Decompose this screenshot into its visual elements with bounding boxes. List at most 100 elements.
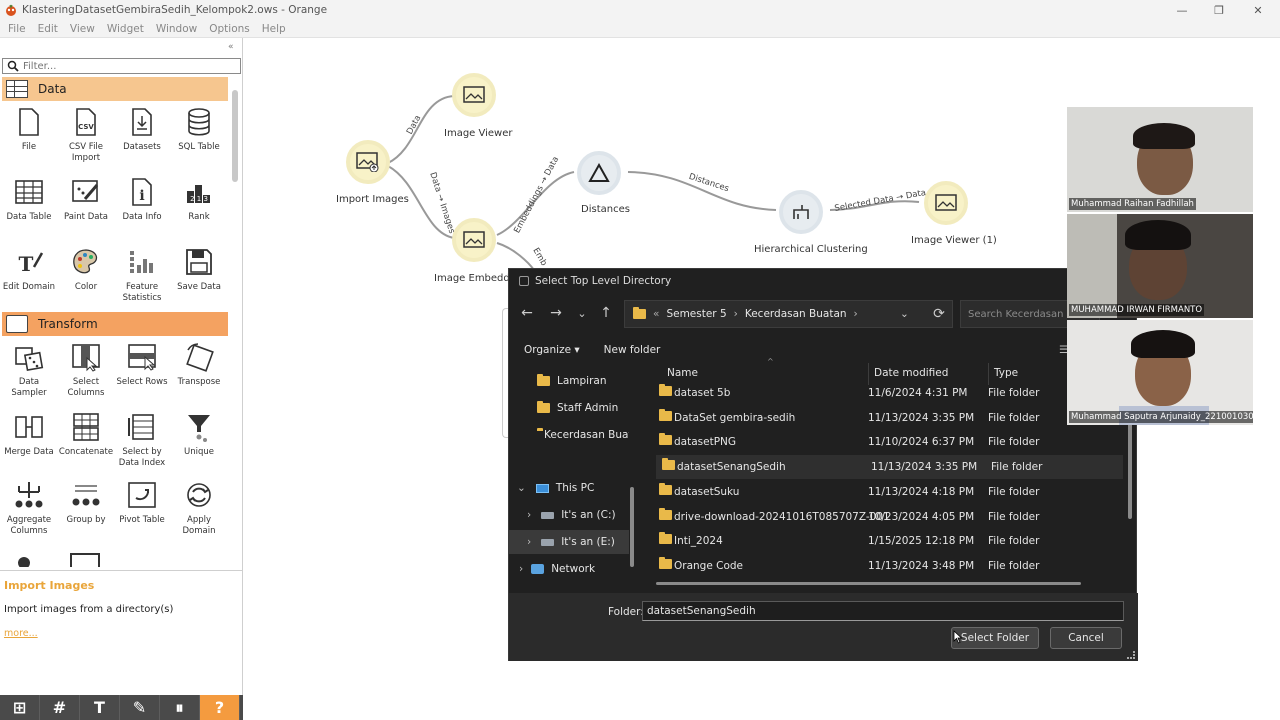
widget-select-columns[interactable]: Select Columns (58, 341, 114, 401)
toolbox-scrollbar[interactable] (232, 90, 238, 182)
menu-window[interactable]: Window (155, 22, 198, 35)
up-arrow-icon[interactable]: ↑ (600, 305, 612, 321)
close-button[interactable]: ✕ (1253, 3, 1263, 17)
menu-edit[interactable]: Edit (37, 22, 58, 35)
filter-input[interactable] (23, 60, 223, 72)
widget-feature-statistics[interactable]: Feature Statistics (114, 246, 170, 306)
breadcrumb-overflow[interactable]: « (653, 308, 660, 320)
menu-file[interactable]: File (8, 22, 26, 35)
refresh-icon[interactable]: ⟳ (933, 306, 945, 322)
column-date-modified[interactable]: Date modified (874, 367, 949, 379)
node-image-viewer[interactable] (452, 73, 496, 117)
pause-icon[interactable]: ⏸ (160, 695, 200, 720)
widget-unique[interactable]: Unique (171, 411, 227, 471)
widget-paint-data[interactable]: Paint Data (58, 176, 114, 236)
file-list-hscrollbar[interactable] (656, 582, 1081, 585)
widget-group-by[interactable]: Group by (58, 479, 114, 539)
view-options-icon[interactable]: ☰ (1059, 344, 1069, 356)
widget-data-table[interactable]: Data Table (1, 176, 57, 236)
nav-item-staff-admin[interactable]: Staff Admin (509, 396, 629, 420)
category-transform[interactable]: Transform (2, 312, 228, 336)
menu-widget[interactable]: Widget (106, 22, 144, 35)
column-name[interactable]: Name (667, 367, 698, 379)
widget-save-data[interactable]: Save Data (171, 246, 227, 306)
minimize-button[interactable]: — (1176, 3, 1188, 17)
widget-concatenate[interactable]: Concatenate (58, 411, 114, 471)
widget-apply-domain[interactable]: Apply Domain (171, 479, 227, 539)
resize-grip-icon[interactable] (1127, 651, 1135, 659)
nav-item-it-s-an-e-[interactable]: ›It's an (E:) (509, 530, 629, 554)
widget-datasets[interactable]: Datasets (114, 106, 170, 166)
chevron-right-icon[interactable]: › (519, 563, 524, 575)
widget-select-by-data-index[interactable]: Select by Data Index (114, 411, 170, 471)
widget-sql-table[interactable]: SQL Table (171, 106, 227, 166)
widget-data-sampler[interactable]: Data Sampler (1, 341, 57, 401)
nav-item-network[interactable]: ›Network (509, 557, 629, 581)
widget-aggregate-columns[interactable]: Aggregate Columns (1, 479, 57, 539)
forward-arrow-icon[interactable]: → (550, 305, 562, 321)
nav-item-lampiran[interactable]: Lampiran (509, 369, 629, 393)
collapse-toolbox-button[interactable]: « (228, 42, 234, 52)
widget-merge-data[interactable]: Merge Data (1, 411, 57, 471)
breadcrumb-semester-5[interactable]: Semester 5 (666, 308, 727, 320)
widget-transpose[interactable]: Transpose (171, 341, 227, 401)
folder-name-input[interactable]: datasetSenangSedih (642, 601, 1124, 621)
node-import-images[interactable] (346, 140, 390, 184)
back-arrow-icon[interactable]: ← (521, 305, 533, 321)
chevron-right-icon[interactable]: › (527, 536, 532, 548)
nav-item-this-pc[interactable]: ⌄This PC (509, 476, 629, 500)
widget-select-rows[interactable]: Select Rows (114, 341, 170, 401)
recent-locations-chevron-icon[interactable]: ⌄ (577, 306, 587, 320)
column-separator[interactable] (988, 363, 989, 385)
node-image-embedding[interactable] (452, 218, 496, 262)
widget-pivot-table[interactable]: Pivot Table (114, 479, 170, 539)
breadcrumb-kecerdasan-buatan[interactable]: Kecerdasan Buatan (744, 308, 847, 320)
node-hierarchical-clustering[interactable] (779, 190, 823, 234)
nav-scrollbar[interactable] (630, 487, 634, 567)
address-bar[interactable]: « Semester 5 › Kecerdasan Buatan › ⌄ (624, 300, 953, 328)
widget-color[interactable]: Color (58, 246, 114, 306)
widget-label: File (21, 142, 37, 152)
nav-item-kecerdasan-buatan[interactable]: Kecerdasan Buatan (509, 423, 629, 447)
maximize-button[interactable]: ❐ (1214, 3, 1224, 17)
cancel-button[interactable]: Cancel (1050, 627, 1122, 649)
hash-icon[interactable]: # (40, 695, 80, 720)
node-image-viewer-1[interactable] (924, 181, 968, 225)
widget-label: Datasets (123, 142, 161, 152)
column-separator[interactable] (868, 363, 869, 385)
chevron-right-icon[interactable]: › (527, 509, 532, 521)
node-distances[interactable] (577, 151, 621, 195)
description-more-link[interactable]: more... (4, 628, 38, 639)
grid-icon[interactable]: ⊞ (0, 695, 40, 720)
file-list-scrollbar[interactable] (1128, 411, 1132, 519)
organize-menu[interactable]: Organize ▾ (524, 344, 580, 356)
arrow-annotation-icon[interactable]: ✎ (120, 695, 160, 720)
nav-item-it-s-an-c-[interactable]: ›It's an (C:) (509, 503, 629, 527)
new-folder-button[interactable]: New folder (603, 344, 661, 356)
column-type[interactable]: Type (994, 367, 1019, 379)
delta-icon (588, 163, 610, 182)
address-dropdown-icon[interactable]: ⌄ (900, 308, 909, 320)
menu-view[interactable]: View (69, 22, 95, 35)
help-icon[interactable]: ? (200, 695, 240, 720)
text-annotation-icon[interactable]: T (80, 695, 120, 720)
menu-help[interactable]: Help (261, 22, 286, 35)
select-folder-button[interactable]: Select Folder (951, 627, 1039, 649)
folder-icon (659, 408, 672, 421)
category-data[interactable]: Data (2, 77, 228, 101)
widget-file[interactable]: File (1, 106, 57, 166)
menu-options[interactable]: Options (209, 22, 250, 35)
chevron-down-icon[interactable]: ⌄ (517, 482, 526, 494)
